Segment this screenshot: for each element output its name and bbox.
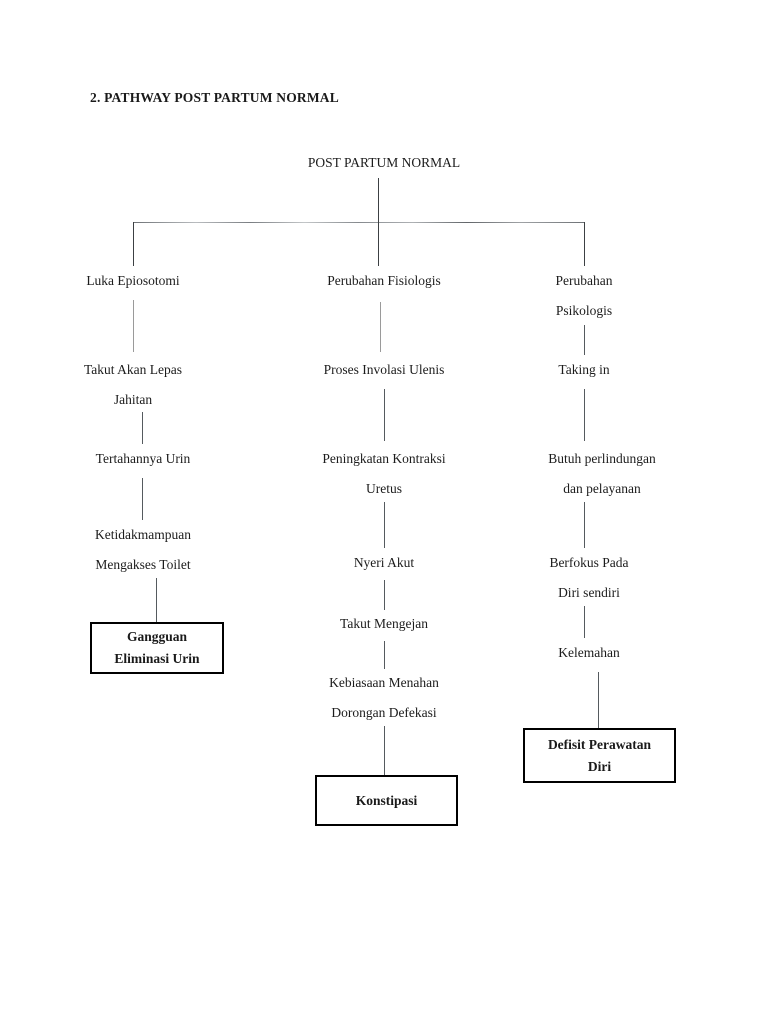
connector-left-4: [156, 578, 157, 622]
node-right-taking-in: Taking in: [514, 355, 654, 385]
node-root-label: POST PARTUM NORMAL: [307, 155, 461, 170]
outcome-defisit-line2: Diri: [587, 758, 612, 774]
node-left-head-label: Luka Epiosotomi: [86, 273, 180, 288]
connector-left-1: [133, 300, 134, 352]
connector-middle-3: [384, 502, 385, 548]
node-right-self-focus-line1: Berfokus Pada: [549, 555, 629, 570]
outcome-box-gangguan-eliminasi-urin: Gangguan Eliminasi Urin: [90, 622, 224, 674]
node-right-weakness-label: Kelemahan: [558, 645, 620, 660]
connector-middle-2: [384, 389, 385, 441]
outcome-konstipasi-label: Konstipasi: [355, 792, 418, 808]
node-middle-involution: Proses Involasi Ulenis: [298, 355, 470, 385]
node-middle-contraction-line1: Peningkatan Kontraksi: [322, 451, 446, 466]
node-right-self-focus-line2: Diri sendiri: [558, 585, 620, 600]
connector-root-stem: [378, 178, 379, 223]
node-left-fear-stitches: Takut Akan Lepas Jahitan: [58, 355, 208, 415]
outcome-gangguan-line1: Gangguan: [126, 629, 188, 644]
node-left-urine-retention: Tertahannya Urin: [58, 444, 228, 474]
node-right-head-line1: Perubahan: [555, 273, 613, 288]
connector-middle-1: [380, 302, 381, 352]
node-right-head-line2: Psikologis: [555, 303, 613, 318]
page-title: 2. PATHWAY POST PARTUM NORMAL: [90, 90, 339, 105]
node-left-head: Luka Epiosotomi: [58, 266, 208, 296]
node-left-toilet-access-line1: Ketidakmampuan: [95, 527, 191, 542]
node-right-self-focus: Berfokus Pada Diri sendiri: [514, 548, 664, 608]
node-right-taking-in-label: Taking in: [558, 362, 610, 377]
node-middle-holding-defecation: Kebiasaan Menahan Dorongan Defekasi: [298, 668, 470, 728]
connector-middle-4: [384, 580, 385, 610]
connector-bar-to-middle-branch: [378, 222, 379, 266]
node-middle-acute-pain-label: Nyeri Akut: [353, 555, 415, 570]
connector-right-2: [584, 389, 585, 441]
connector-right-3: [584, 502, 585, 548]
node-middle-contraction: Peningkatan Kontraksi Uretus: [298, 444, 470, 504]
connector-bar-to-left-branch: [133, 222, 134, 266]
connector-middle-6: [384, 726, 385, 775]
node-middle-holding-defecation-line1: Kebiasaan Menahan: [329, 675, 439, 690]
node-right-weakness: Kelemahan: [514, 638, 664, 668]
connector-middle-5: [384, 641, 385, 669]
connector-distribution-bar: [133, 222, 584, 223]
outcome-defisit-line1: Defisit Perawatan: [547, 736, 652, 752]
connector-right-5: [598, 672, 599, 728]
node-left-toilet-access-line2: Mengakses Toilet: [95, 557, 191, 572]
connector-left-2: [142, 412, 143, 444]
node-left-urine-retention-label: Tertahannya Urin: [95, 451, 191, 466]
connector-left-3: [142, 478, 143, 520]
connector-right-4: [584, 606, 585, 638]
connector-right-1: [584, 325, 585, 355]
outcome-box-defisit-perawatan-diri: Defisit Perawatan Diri: [523, 728, 676, 783]
node-middle-fear-pushing: Takut Mengejan: [298, 609, 470, 639]
node-middle-contraction-line2: Uretus: [366, 481, 402, 496]
node-middle-fear-pushing-label: Takut Mengejan: [340, 616, 428, 631]
node-middle-holding-defecation-line2: Dorongan Defekasi: [331, 705, 437, 720]
node-right-need-protection: Butuh perlindungan dan pelayanan: [504, 444, 700, 504]
node-middle-head: Perubahan Fisiologis: [298, 266, 470, 296]
outcome-box-konstipasi: Konstipasi: [315, 775, 458, 826]
node-middle-acute-pain: Nyeri Akut: [298, 548, 470, 578]
node-left-toilet-access: Ketidakmampuan Mengakses Toilet: [58, 520, 228, 580]
connector-bar-to-right-branch: [584, 222, 585, 266]
node-right-head: Perubahan Psikologis: [514, 266, 654, 326]
node-middle-involution-label: Proses Involasi Ulenis: [323, 362, 445, 377]
node-left-fear-stitches-line1: Takut Akan Lepas: [83, 362, 183, 377]
node-middle-head-label: Perubahan Fisiologis: [327, 273, 441, 288]
node-right-need-protection-line2: dan pelayanan: [563, 481, 641, 496]
node-right-need-protection-line1: Butuh perlindungan: [548, 451, 656, 466]
outcome-gangguan-line2: Eliminasi Urin: [114, 651, 200, 666]
node-root: POST PARTUM NORMAL: [284, 148, 484, 178]
node-left-fear-stitches-line2: Jahitan: [113, 392, 153, 407]
